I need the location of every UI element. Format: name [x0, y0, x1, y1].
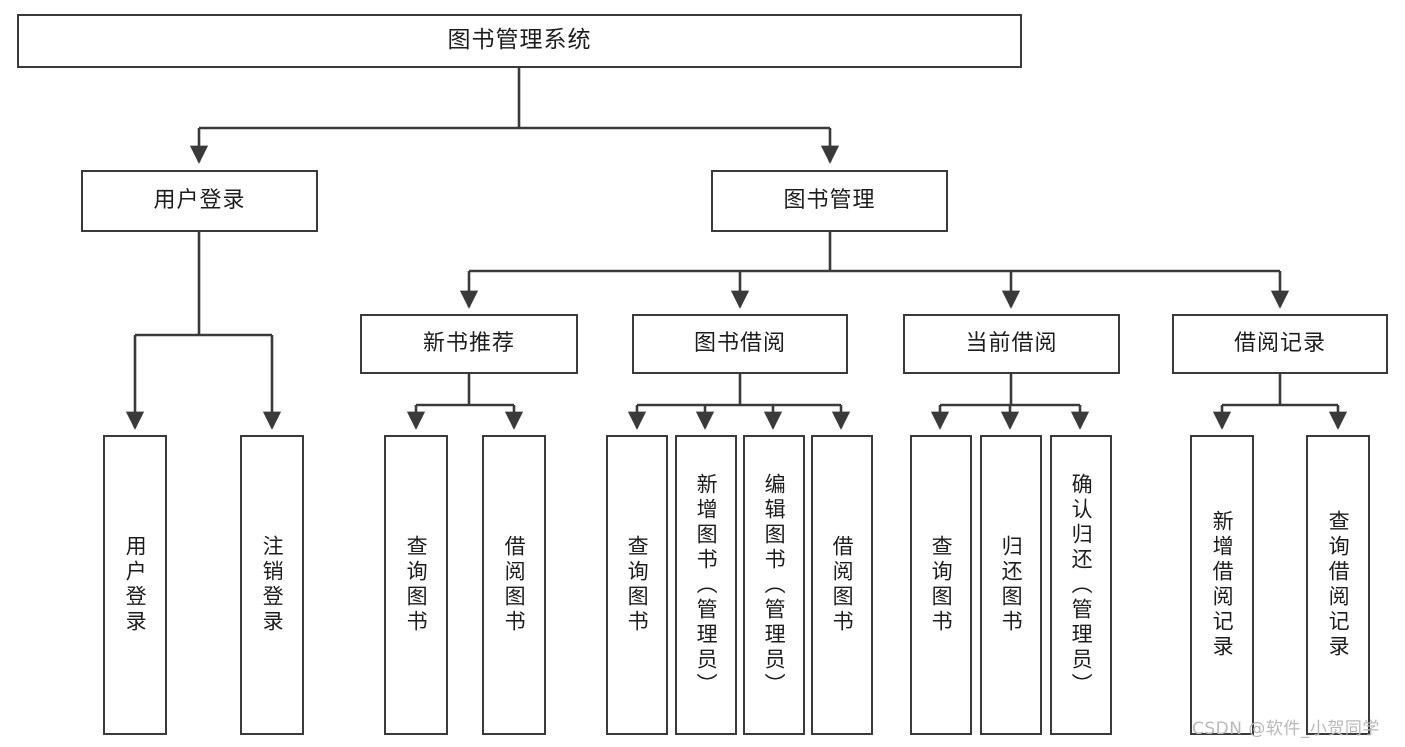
leaf-new-book-query[interactable]: 查询图书 [384, 435, 448, 735]
node-label: 编辑图书（管理员） [762, 472, 787, 698]
node-label: 当前借阅 [965, 330, 1058, 356]
node-label: 图书管理 [783, 187, 876, 213]
node-borrow-record[interactable]: 借阅记录 [1172, 314, 1388, 374]
leaf-current-borrow-confirm-return[interactable]: 确认归还（管理员） [1050, 435, 1112, 735]
node-label: 用户登录 [153, 187, 246, 213]
node-label: 用户登录 [123, 535, 148, 635]
leaf-user-login-logout[interactable]: 注销登录 [240, 435, 304, 735]
node-label: 查询图书 [404, 535, 429, 635]
node-label: 注销登录 [260, 535, 285, 635]
leaf-current-borrow-return[interactable]: 归还图书 [980, 435, 1042, 735]
node-book-management[interactable]: 图书管理 [711, 170, 948, 232]
node-label: 确认归还（管理员） [1069, 472, 1094, 698]
node-label: 查询图书 [929, 535, 954, 635]
leaf-borrow-record-add[interactable]: 新增借阅记录 [1190, 435, 1254, 735]
node-label: 借阅记录 [1233, 330, 1326, 356]
node-label: 图书借阅 [693, 330, 786, 356]
leaf-borrow-record-query[interactable]: 查询借阅记录 [1306, 435, 1370, 735]
node-label: 查询借阅记录 [1326, 510, 1351, 660]
node-user-login[interactable]: 用户登录 [81, 170, 318, 232]
node-label: 新增图书（管理员） [694, 472, 719, 698]
leaf-book-borrow-query[interactable]: 查询图书 [606, 435, 668, 735]
node-book-borrow[interactable]: 图书借阅 [632, 314, 848, 374]
node-label: 新书推荐 [422, 330, 515, 356]
node-current-borrow[interactable]: 当前借阅 [903, 314, 1120, 374]
node-root-system[interactable]: 图书管理系统 [17, 14, 1022, 68]
node-label: 归还图书 [999, 535, 1024, 635]
node-label: 借阅图书 [830, 535, 855, 635]
leaf-new-book-borrow[interactable]: 借阅图书 [482, 435, 546, 735]
leaf-current-borrow-query[interactable]: 查询图书 [910, 435, 972, 735]
node-label: 查询图书 [625, 535, 650, 635]
node-label: 新增借阅记录 [1210, 510, 1235, 660]
node-label: 借阅图书 [502, 535, 527, 635]
node-label: 图书管理系统 [447, 27, 592, 54]
watermark-text: CSDN @软件_小贺同学 [1192, 719, 1380, 739]
leaf-book-borrow-add[interactable]: 新增图书（管理员） [675, 435, 737, 735]
leaf-book-borrow-borrow[interactable]: 借阅图书 [811, 435, 873, 735]
node-new-book-recommend[interactable]: 新书推荐 [360, 314, 578, 374]
leaf-user-login-login[interactable]: 用户登录 [103, 435, 167, 735]
leaf-book-borrow-edit[interactable]: 编辑图书（管理员） [743, 435, 805, 735]
